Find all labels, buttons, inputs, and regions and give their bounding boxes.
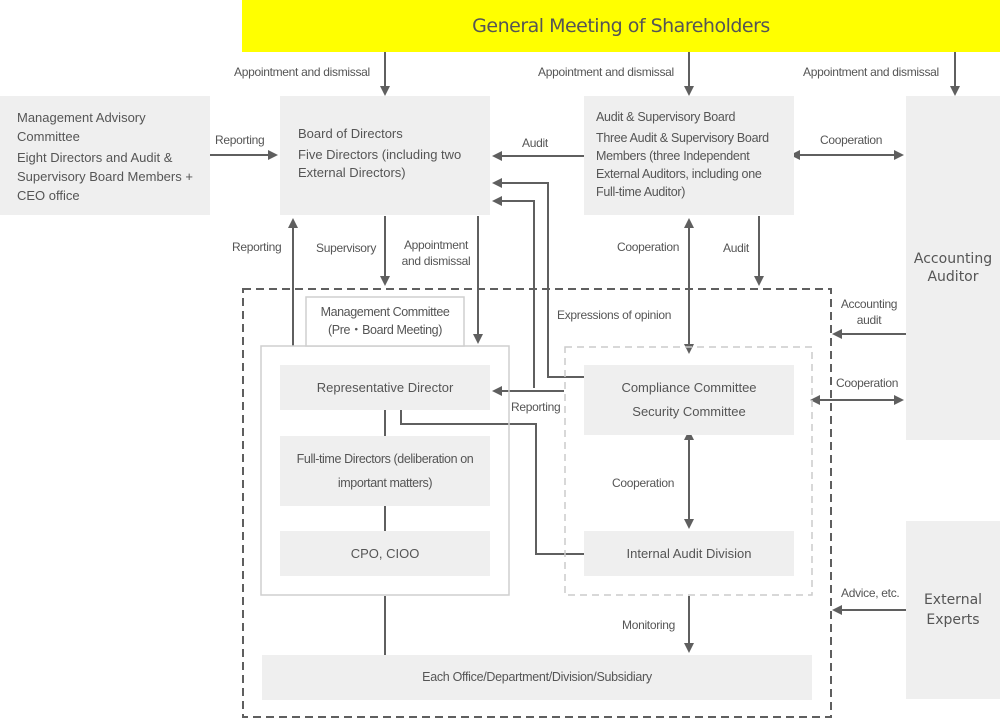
label-monitoring: Monitoring [622, 618, 676, 632]
asb-name: Audit & Supervisory Board [596, 110, 736, 124]
mac-name: Management Advisory Committee [17, 110, 146, 144]
label-cooperation-top: Cooperation [820, 133, 883, 147]
label-appointment-1: Appointment and dismissal [234, 65, 370, 79]
cpo-cioo: CPO, CIOO [280, 531, 490, 576]
external-experts: External Experts [906, 521, 1000, 699]
label-advice: Advice, etc. [841, 586, 900, 600]
label-accounting-audit: Accounting audit [840, 297, 898, 327]
label-reporting-up: Reporting [232, 240, 282, 254]
bod-name: Board of Directors [298, 126, 403, 141]
asb-desc: Three Audit & Supervisory Board Members … [596, 131, 769, 199]
compliance-security-committee: Compliance Committee Security Committee [584, 365, 794, 435]
line-rep-to-internal-audit [400, 410, 584, 555]
audit-supervisory-board: Audit & Supervisory Board Three Audit & … [584, 96, 794, 215]
label-audit-down: Audit [723, 241, 749, 255]
label-cooperation-inner: Cooperation [612, 476, 675, 490]
label-appointment-3: Appointment and dismissal [803, 65, 939, 79]
each-office-department: Each Office/Department/Division/Subsidia… [262, 655, 812, 700]
compliance-committee: Compliance Committee [621, 380, 757, 395]
mac-desc: Eight Directors and Audit & Supervisory … [17, 150, 193, 203]
line-compliance-to-bod [492, 178, 584, 378]
representative-director: Representative Director [280, 365, 490, 410]
management-committee-label: Management Committee (Pre・Board Meeting) [320, 305, 450, 337]
external-experts-label: External Experts [923, 592, 983, 628]
bod-desc: Five Directors (including two External D… [298, 147, 462, 180]
label-reporting-mac: Reporting [215, 133, 265, 147]
line-reporting-to-bod [492, 196, 535, 388]
management-advisory-committee: Management Advisory Committee Eight Dire… [0, 96, 210, 215]
general-meeting-header: General Meeting of Shareholders [242, 0, 1000, 52]
label-reporting-rep: Reporting [511, 400, 561, 414]
accounting-auditor-label: Accounting Auditor [913, 251, 993, 285]
label-expressions-of-opinion: Expressions of opinion [557, 308, 672, 322]
executive-dashed-boundary [242, 288, 832, 718]
board-of-directors: Board of Directors Five Directors (inclu… [280, 96, 490, 215]
label-appointment-2: Appointment and dismissal [538, 65, 674, 79]
internal-audit-division: Internal Audit Division [584, 531, 794, 576]
label-cooperation-asb: Cooperation [617, 240, 680, 254]
label-appointment-bod: Appointment and dismissal [401, 238, 471, 268]
label-audit-left: Audit [522, 136, 548, 150]
label-cooperation-right: Cooperation [836, 376, 899, 390]
label-supervisory: Supervisory [316, 241, 377, 255]
security-committee: Security Committee [632, 404, 746, 419]
accounting-auditor: Accounting Auditor [906, 96, 1000, 440]
compliance-dashed-boundary [564, 346, 813, 596]
general-meeting-title: General Meeting of Shareholders [472, 15, 770, 37]
fulltime-directors: Full-time Directors (deliberation on imp… [280, 436, 490, 506]
